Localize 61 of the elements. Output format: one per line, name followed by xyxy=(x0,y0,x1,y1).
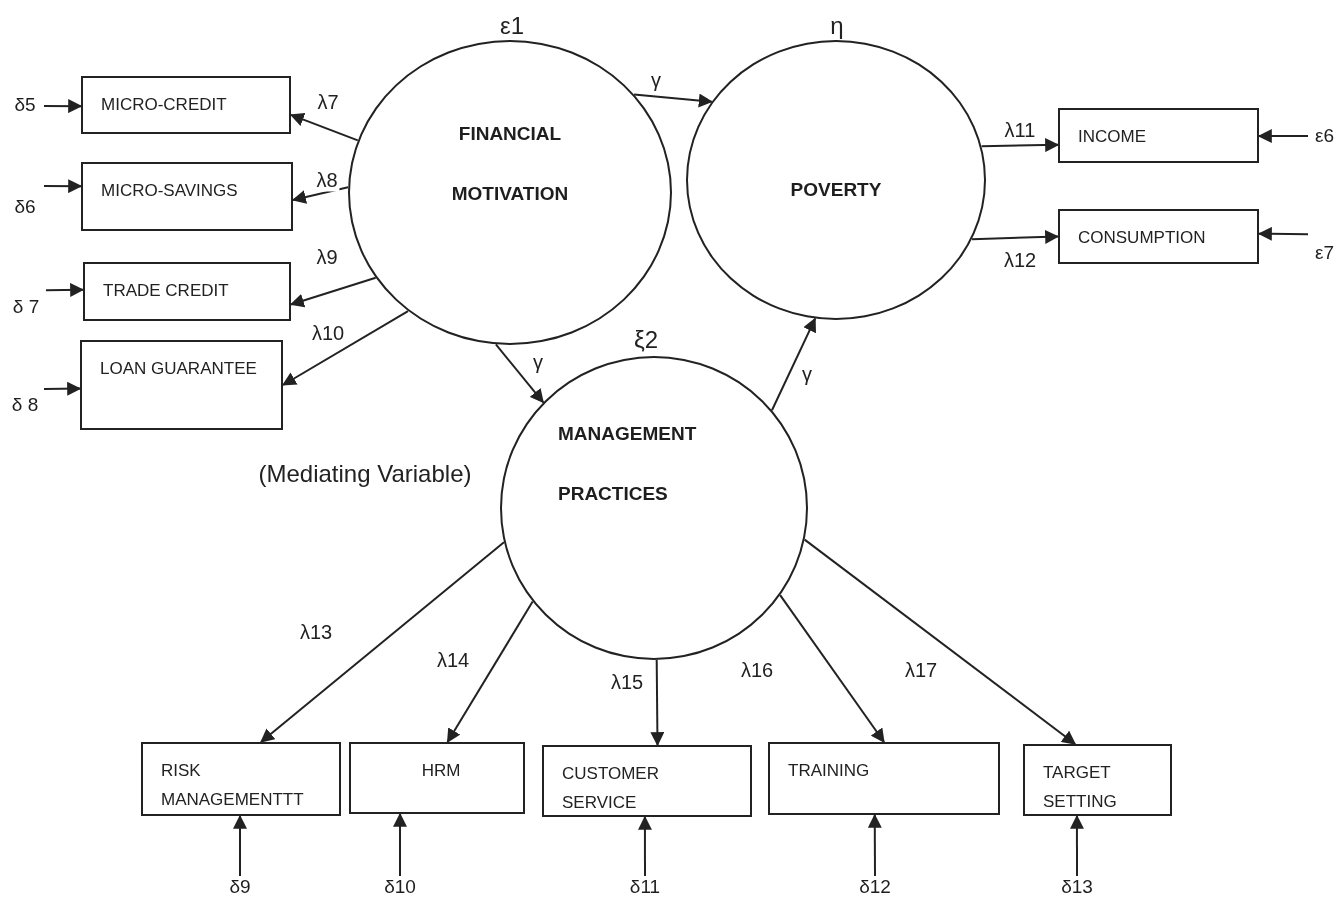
latent-variable-circle xyxy=(686,40,986,320)
indicator-label: CONSUMPTION xyxy=(1078,227,1206,249)
arrow xyxy=(45,282,85,297)
arrow xyxy=(803,538,1077,745)
indicator-box xyxy=(81,76,291,134)
arrow xyxy=(43,179,83,194)
arrow xyxy=(393,812,408,877)
indicator-label: HRM xyxy=(421,760,461,782)
error-term: δ9 xyxy=(222,876,258,898)
arrow xyxy=(637,815,652,877)
arrow xyxy=(494,343,545,404)
variable-symbol: ξ2 xyxy=(632,326,660,354)
indicator-label: TRAINING xyxy=(788,760,870,782)
indicator-label: MICRO-SAVINGS xyxy=(101,180,238,202)
indicator-box xyxy=(83,262,291,321)
error-term: ε6 xyxy=(1308,122,1341,150)
indicator-box xyxy=(81,162,293,231)
indicator-label: MICRO-CREDIT xyxy=(101,94,227,116)
variable-note: (Mediating Variable) xyxy=(257,460,473,488)
indicator-label: INCOME xyxy=(1078,126,1146,148)
arrow xyxy=(770,317,817,412)
error-term: δ 7 xyxy=(6,280,46,318)
indicator-label: CUSTOMER SERVICE xyxy=(562,763,660,814)
indicator-box xyxy=(1023,744,1172,816)
error-term: δ13 xyxy=(1059,876,1095,898)
arrow xyxy=(867,813,882,877)
indicator-box xyxy=(80,340,283,430)
arrow xyxy=(970,229,1060,244)
arrow xyxy=(446,600,534,743)
error-term: δ5 xyxy=(6,92,44,118)
error-term: δ12 xyxy=(857,876,893,898)
arrow xyxy=(43,381,82,396)
arrow xyxy=(779,594,885,743)
arrow xyxy=(650,659,665,747)
arrow xyxy=(260,541,505,743)
indicator-label: TRADE CREDIT xyxy=(103,280,229,302)
indicator-box xyxy=(768,742,1000,815)
error-term: δ 8 xyxy=(6,378,44,416)
variable-symbol: ε1 xyxy=(498,12,525,40)
arrow xyxy=(1069,814,1084,877)
error-term: ε7 xyxy=(1308,222,1341,264)
indicator-box xyxy=(349,742,525,814)
indicator-label: TARGET SETTING xyxy=(1043,762,1118,813)
error-term: δ10 xyxy=(382,876,418,898)
arrow xyxy=(233,814,247,877)
error-term: δ11 xyxy=(627,876,663,898)
indicator-label: RISK MANAGEMENTTT xyxy=(161,760,305,811)
arrow xyxy=(43,99,83,114)
error-term: δ6 xyxy=(6,176,44,218)
indicator-box xyxy=(1058,108,1259,163)
latent-variable-label: FINANCIAL MOTIVATION xyxy=(450,122,570,206)
indicator-label: LOAN GUARANTEE xyxy=(100,358,257,380)
latent-variable-label: POVERTY xyxy=(789,178,883,202)
latent-variable-label: MANAGEMENT PRACTICES xyxy=(558,422,698,506)
indicator-box xyxy=(141,742,341,816)
indicator-box xyxy=(542,745,752,817)
arrow xyxy=(633,93,713,108)
arrow xyxy=(282,310,410,386)
variable-symbol: η xyxy=(829,12,845,40)
indicator-box xyxy=(1058,209,1259,264)
arrow xyxy=(980,138,1060,153)
